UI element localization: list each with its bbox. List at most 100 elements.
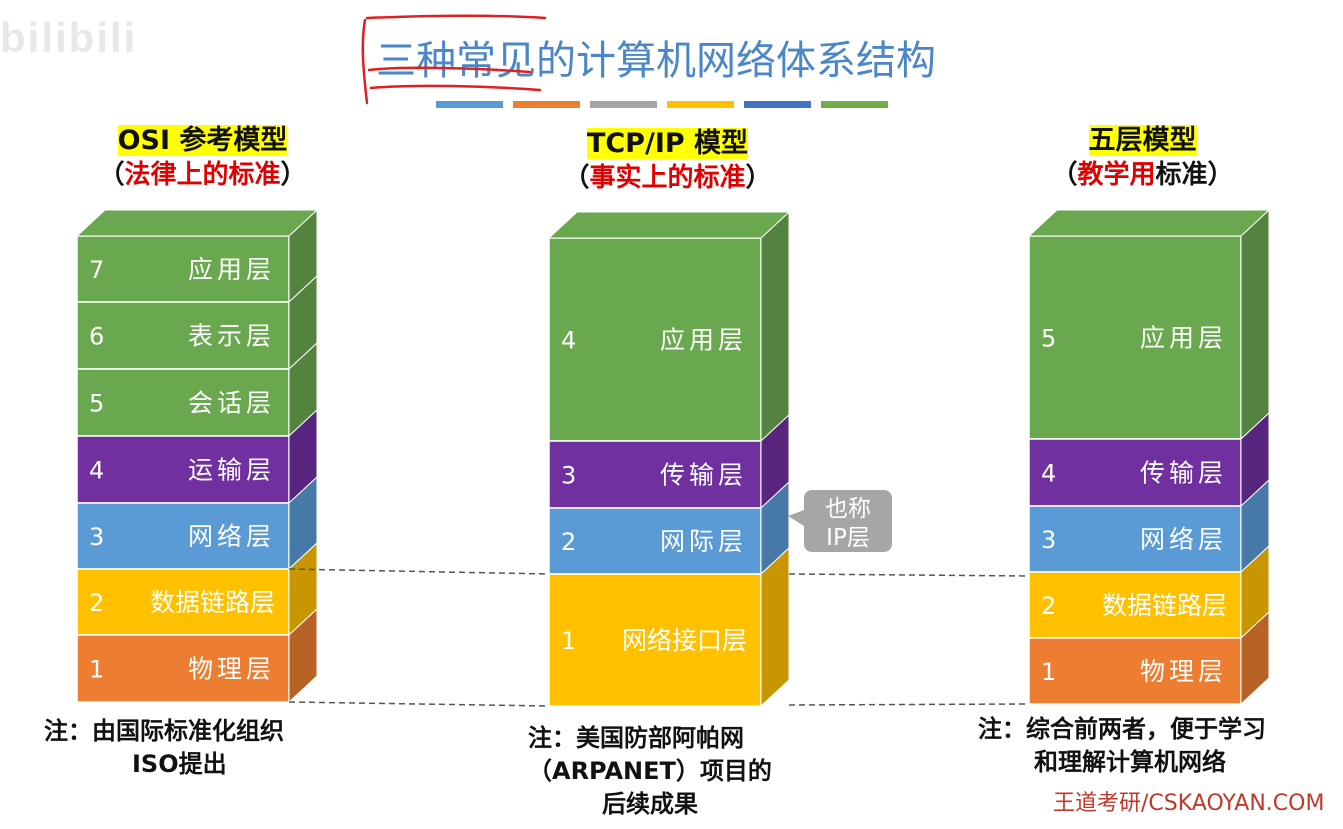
layer-name: 数据链路层: [1102, 591, 1227, 620]
layer-block: 1 网络接口层: [548, 546, 790, 708]
layer-number: 1: [1041, 658, 1056, 686]
dashed-connector: [788, 573, 1030, 577]
layer-number: 5: [89, 390, 104, 418]
paren-close: ）: [745, 163, 772, 193]
dashed-connector: [288, 701, 550, 707]
layer-name: 传输层: [1140, 459, 1227, 488]
model-title-tcpip: TCP/IP 模型 （事实上的标准）: [525, 127, 810, 195]
layer-front-face: [76, 368, 290, 437]
handwritten-annotation: [361, 14, 547, 105]
layer-block: 5 应用层: [1027, 208, 1271, 441]
layer-number: 3: [89, 523, 104, 551]
callout-bubble: 也称 IP层: [788, 490, 892, 552]
layer-top-face: [547, 211, 791, 239]
layer-name: 传输层: [660, 461, 747, 490]
model-subtitle-red: 法律上的标准: [124, 160, 281, 190]
layer-block: 4 运输层: [76, 408, 318, 505]
layer-number: 1: [561, 627, 576, 655]
layer-name: 运输层: [188, 456, 275, 485]
model-name: TCP/IP 模型: [586, 128, 749, 159]
layer-number: 3: [561, 462, 576, 490]
layer-side-face: [1240, 610, 1270, 706]
stack-1: 4 应用层 3 传输层 2 网际层 1 网络接口层: [547, 210, 791, 708]
layer-block: 3 传输层: [548, 413, 790, 510]
note-line: 注：综合前两者，便于学习: [978, 715, 1266, 743]
layer-name: 网络层: [1140, 525, 1227, 554]
layer-side-face: [1240, 208, 1270, 441]
layer-side-face: [760, 210, 790, 443]
layer-number: 7: [89, 256, 104, 284]
layer-block: 1 物理层: [1028, 610, 1270, 706]
color-bar-segment: [436, 101, 503, 108]
model-name: 五层模型: [1088, 125, 1197, 156]
model-subtitle-black: 标准: [1155, 160, 1208, 190]
note-line: 和理解计算机网络: [1034, 748, 1226, 776]
note-line: 注：美国防部阿帕网: [528, 724, 744, 752]
layer-number: 5: [1041, 325, 1056, 353]
layer-block: 4 应用层: [547, 210, 791, 443]
page-title: 三种常见的计算机网络体系结构: [376, 38, 936, 84]
layer-block: 3 网络层: [1028, 478, 1270, 574]
note-line: （ARPANET）项目的: [528, 757, 772, 785]
paren-close: ）: [280, 160, 307, 190]
layer-front-face: [548, 573, 762, 707]
layer-name: 会话层: [188, 389, 275, 418]
paren-open: （: [563, 163, 590, 193]
layer-name: 物理层: [1140, 657, 1227, 686]
layer-front-face: [76, 634, 290, 703]
layer-front-face: [1028, 637, 1242, 705]
color-bar-segment: [590, 101, 657, 108]
layer-block: 3 网络层: [76, 475, 318, 571]
layer-name: 应用层: [188, 255, 275, 284]
stack-2: 5 应用层 4 传输层 3 网络层 2 数据链路层 1 物理层: [1027, 208, 1271, 706]
layer-name: 物理层: [188, 655, 275, 684]
callout-shape: [788, 490, 892, 552]
layer-number: 2: [561, 528, 576, 556]
layer-number: 3: [1041, 526, 1056, 554]
layer-number: 4: [561, 327, 576, 355]
dashed-connector: [788, 703, 1030, 706]
model-title-osi: OSI 参考模型 （法律上的标准）: [60, 124, 345, 192]
layer-number: 4: [1041, 460, 1056, 488]
layer-number: 4: [89, 457, 104, 485]
layer-number: 1: [89, 656, 104, 684]
layer-block: 5 会话层: [76, 341, 318, 438]
note-line: ISO提出: [132, 750, 227, 778]
layer-number: 6: [89, 323, 104, 351]
layer-front-face: [1028, 505, 1242, 573]
model-title-five-layer: 五层模型 （教学用标准）: [1000, 124, 1285, 192]
model-name: OSI 参考模型: [117, 125, 288, 156]
note-line: 注：由国际标准化组织: [44, 717, 284, 745]
note-five-layer: 注：综合前两者，便于学习 和理解计算机网络: [978, 713, 1338, 779]
layer-name: 表示层: [188, 322, 275, 351]
layer-name: 网络层: [188, 522, 275, 551]
color-bar-segment: [513, 101, 580, 108]
layer-name: 应用层: [660, 326, 747, 355]
layer-front-face: [548, 507, 762, 575]
callout-line: IP层: [826, 525, 870, 551]
layer-top-face: [75, 209, 319, 237]
layer-name: 网际层: [660, 527, 747, 556]
note-line: 后续成果: [602, 790, 698, 818]
model-subtitle-red: 教学用: [1077, 160, 1156, 190]
layer-name: 应用层: [1140, 324, 1227, 353]
callout-line: 也称: [825, 496, 871, 522]
model-subtitle-red: 事实上的标准: [589, 163, 746, 193]
paren-open: （: [98, 160, 125, 190]
note-osi: 注：由国际标准化组织 ISO提出: [44, 715, 364, 781]
color-bar-segment: [821, 101, 888, 108]
layer-side-face: [288, 607, 318, 704]
footer-brand: 王道考研/CSKAOYAN.COM: [1053, 791, 1325, 816]
paren-open: （: [1051, 160, 1078, 190]
layer-number: 2: [1041, 592, 1056, 620]
layer-block: 2 网际层: [548, 480, 790, 576]
layer-block: 6 表示层: [76, 274, 318, 371]
layer-front-face: [76, 301, 290, 370]
note-tcpip: 注：美国防部阿帕网 （ARPANET）项目的 后续成果: [528, 722, 828, 821]
layer-front-face: [76, 235, 290, 303]
layer-side-face: [760, 546, 790, 708]
layer-name: 网络接口层: [622, 626, 747, 655]
